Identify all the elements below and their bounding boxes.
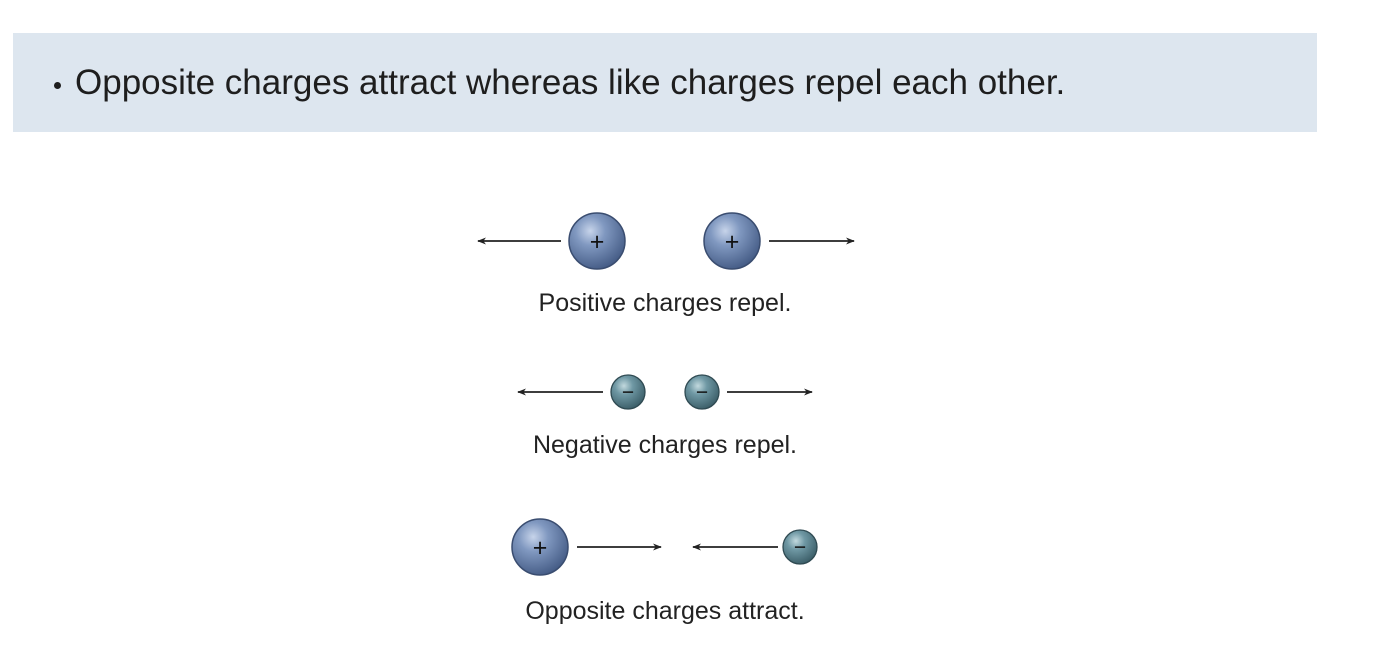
summary-banner [13,33,1317,132]
caption-opposite-attract: Opposite charges attract. [525,597,804,625]
negative-charge-icon: − [782,529,818,565]
charge-sign: − [794,536,806,559]
charge-sign: + [725,228,740,256]
positive-charge-icon: + [568,212,626,270]
row-opposite-attract: + − Opposite charges attract. [511,518,818,625]
negative-charge-icon: − [610,374,646,410]
caption-positive-repel: Positive charges repel. [539,289,792,317]
summary-bullet: Opposite charges attract whereas like ch… [54,58,1065,108]
positive-charge-icon: + [511,518,569,576]
charge-sign: + [533,534,548,562]
caption-negative-repel: Negative charges repel. [533,431,797,459]
bullet-dot-icon [54,81,61,89]
charge-sign: − [622,381,634,404]
row-negative-repel: − − Negative charges repel. [517,374,813,459]
positive-charge-icon: + [703,212,761,270]
charge-sign: − [696,381,708,404]
summary-text: Opposite charges attract whereas like ch… [75,63,1066,102]
charge-sign: + [590,228,605,256]
row-positive-repel: + + Positive charges repel. [477,212,855,317]
negative-charge-icon: − [684,374,720,410]
